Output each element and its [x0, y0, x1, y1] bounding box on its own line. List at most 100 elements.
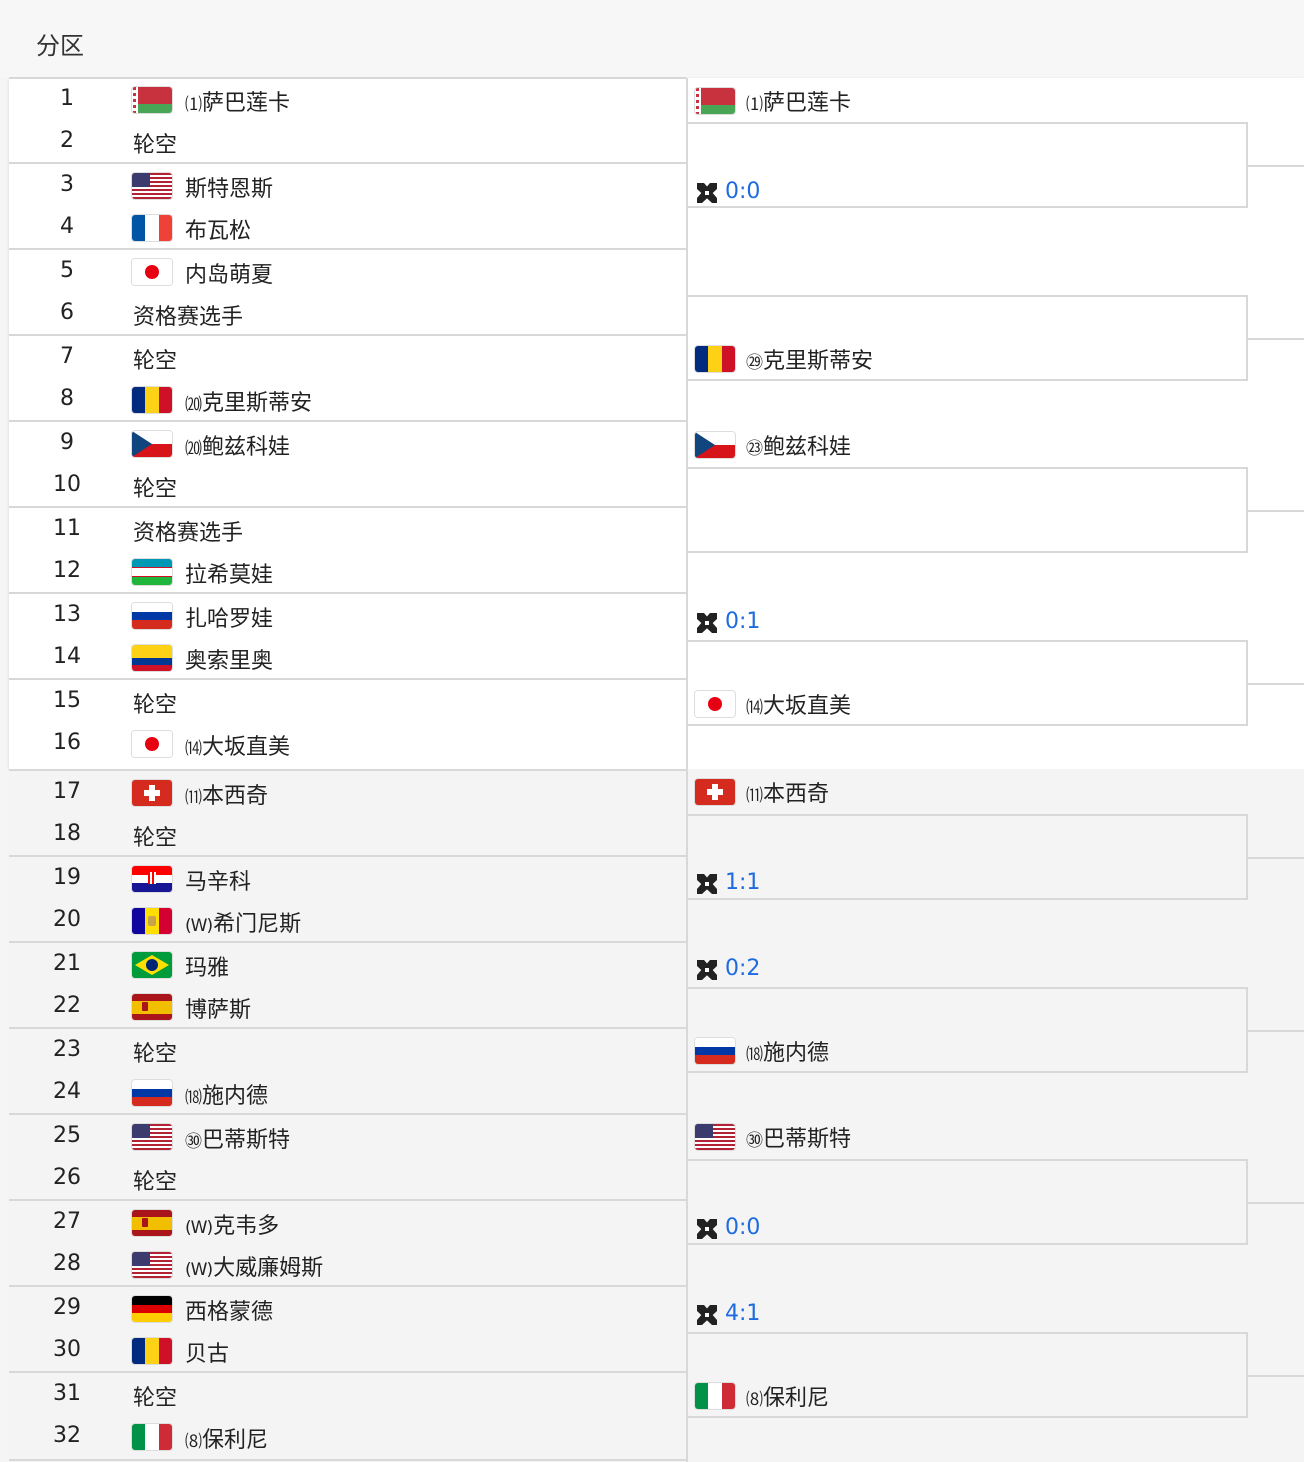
draw-slot[interactable]: 1 ⑴萨巴莲卡 [9, 78, 686, 120]
player-name[interactable]: 扎哈罗娃 [185, 601, 273, 633]
flag-croatia-icon [131, 865, 173, 893]
player-name[interactable]: 玛雅 [185, 950, 229, 982]
flag-italy-icon [694, 1382, 736, 1410]
player-name[interactable]: 内岛萌夏 [185, 257, 273, 289]
player-name[interactable]: 拉希莫娃 [185, 557, 273, 589]
player-name[interactable]: 贝古 [185, 1336, 229, 1368]
draw-slot[interactable]: 11 资格赛选手 [9, 508, 686, 550]
round2-player[interactable]: ㉚巴蒂斯特 [694, 1121, 1234, 1153]
draw-slot[interactable]: 22 博萨斯 [9, 985, 686, 1027]
head-to-head-link[interactable]: 1:1 [694, 869, 894, 899]
player-name[interactable]: 轮空 [133, 1380, 177, 1412]
round2-player[interactable]: ⑻保利尼 [694, 1380, 1234, 1412]
draw-slot[interactable]: 13 扎哈罗娃 [9, 594, 686, 636]
draw-slot[interactable]: 26 轮空 [9, 1157, 686, 1199]
draw-slot[interactable]: 9 ⒇鲍兹科娃 [9, 422, 686, 464]
draw-slot[interactable]: 14 奥索里奥 [9, 636, 686, 678]
draw-slot[interactable]: 24 ⒅施内德 [9, 1071, 686, 1113]
player-name-text: 轮空 [133, 349, 178, 374]
player-name[interactable]: ⑴萨巴莲卡 [746, 85, 851, 117]
draw-slot[interactable]: 19 马辛科 [9, 857, 686, 899]
player-name[interactable]: (W)克韦多 [185, 1208, 279, 1240]
player-name[interactable]: 轮空 [133, 343, 177, 375]
draw-position: 19 [53, 865, 81, 890]
head-to-head-link[interactable]: 0:1 [694, 608, 894, 638]
player-name[interactable]: ⒇克里斯蒂安 [185, 385, 312, 417]
flag-russia-icon [131, 602, 173, 630]
head-to-head-link[interactable]: 0:2 [694, 955, 894, 985]
player-name[interactable]: ⒁大坂直美 [746, 688, 851, 720]
draw-slot[interactable]: 12 拉希莫娃 [9, 550, 686, 592]
player-name[interactable]: 轮空 [133, 820, 177, 852]
player-name[interactable]: ⑾本西奇 [746, 776, 829, 808]
draw-slot[interactable]: 28 (W)大威廉姆斯 [9, 1243, 686, 1285]
head-to-head-link[interactable]: 0:0 [694, 1214, 894, 1244]
player-name[interactable]: 轮空 [133, 127, 177, 159]
player-name[interactable]: 轮空 [133, 471, 177, 503]
draw-slot[interactable]: 3 斯特恩斯 [9, 164, 686, 206]
draw-slot[interactable]: 10 轮空 [9, 464, 686, 506]
head-to-head-link[interactable]: 4:1 [694, 1300, 894, 1330]
seed-badge: ⒅ [746, 1045, 763, 1065]
draw-slot[interactable]: 5 内岛萌夏 [9, 250, 686, 292]
player-name[interactable]: ⒁大坂直美 [185, 729, 290, 761]
round2-player[interactable]: ㉓鲍兹科娃 [694, 429, 1234, 461]
player-name[interactable]: 轮空 [133, 1036, 177, 1068]
player-name[interactable]: ⒅施内德 [185, 1078, 268, 1110]
draw-slot[interactable]: 8 ⒇克里斯蒂安 [9, 378, 686, 420]
draw-slot[interactable]: 7 轮空 [9, 336, 686, 378]
flag-russia-icon [694, 1037, 736, 1065]
player-name[interactable]: ⑻保利尼 [746, 1380, 829, 1412]
draw-slot[interactable]: 16 ⒁大坂直美 [9, 722, 686, 764]
player-name[interactable]: 资格赛选手 [133, 299, 243, 331]
player-name[interactable]: 轮空 [133, 687, 177, 719]
draw-slot[interactable]: 32 ⑻保利尼 [9, 1415, 686, 1457]
player-name[interactable]: ⒅施内德 [746, 1035, 829, 1067]
bracket-line [1248, 165, 1304, 167]
player-name[interactable]: ㉓鲍兹科娃 [746, 429, 851, 461]
player-name[interactable]: (W)希门尼斯 [185, 906, 301, 938]
draw-slot[interactable]: 30 贝古 [9, 1329, 686, 1371]
head-to-head-link[interactable]: 0:0 [694, 178, 894, 208]
draw-slot[interactable]: 6 资格赛选手 [9, 292, 686, 334]
draw-slot[interactable]: 2 轮空 [9, 120, 686, 162]
player-name[interactable]: ㉚巴蒂斯特 [746, 1121, 851, 1153]
player-name[interactable]: 奥索里奥 [185, 643, 273, 675]
pair-divider [9, 941, 686, 943]
player-name-text: 保利尼 [202, 1428, 269, 1453]
draw-slot[interactable]: 29 西格蒙德 [9, 1287, 686, 1329]
player-name[interactable]: 资格赛选手 [133, 515, 243, 547]
player-name[interactable]: 马辛科 [185, 864, 251, 896]
player-name[interactable]: ⑻保利尼 [185, 1422, 268, 1454]
draw-slot[interactable]: 17 ⑾本西奇 [9, 771, 686, 813]
round2-player[interactable]: ⑾本西奇 [694, 776, 1234, 808]
player-name[interactable]: 轮空 [133, 1164, 177, 1196]
draw-slot[interactable]: 15 轮空 [9, 680, 686, 722]
draw-slot[interactable]: 20 (W)希门尼斯 [9, 899, 686, 941]
round2-player[interactable]: ⑴萨巴莲卡 [694, 85, 1234, 117]
flag-russia-icon [131, 1079, 173, 1107]
bracket-line [1248, 338, 1304, 340]
player-name[interactable]: ⒇鲍兹科娃 [185, 429, 290, 461]
draw-slot[interactable]: 25 ㉚巴蒂斯特 [9, 1115, 686, 1157]
player-name[interactable]: 布瓦松 [185, 213, 251, 245]
player-name[interactable]: 西格蒙德 [185, 1294, 273, 1326]
round2-player[interactable]: ⒅施内德 [694, 1035, 1234, 1067]
draw-slot[interactable]: 23 轮空 [9, 1029, 686, 1071]
player-name[interactable]: 斯特恩斯 [185, 171, 273, 203]
player-name[interactable]: ⑾本西奇 [185, 778, 268, 810]
flag-usa-icon [131, 1123, 173, 1151]
draw-slot[interactable]: 4 布瓦松 [9, 206, 686, 248]
round2-player[interactable]: ㉙克里斯蒂安 [694, 343, 1234, 375]
player-name[interactable]: ⑴萨巴莲卡 [185, 85, 290, 117]
player-name[interactable]: 博萨斯 [185, 992, 251, 1024]
player-name[interactable]: (W)大威廉姆斯 [185, 1250, 323, 1282]
player-name[interactable]: ㉚巴蒂斯特 [185, 1122, 290, 1154]
draw-slot[interactable]: 27 (W)克韦多 [9, 1201, 686, 1243]
player-name[interactable]: ㉙克里斯蒂安 [746, 343, 873, 375]
draw-position: 28 [53, 1251, 81, 1276]
draw-slot[interactable]: 31 轮空 [9, 1373, 686, 1415]
draw-slot[interactable]: 21 玛雅 [9, 943, 686, 985]
draw-slot[interactable]: 18 轮空 [9, 813, 686, 855]
round2-player[interactable]: ⒁大坂直美 [694, 688, 1234, 720]
